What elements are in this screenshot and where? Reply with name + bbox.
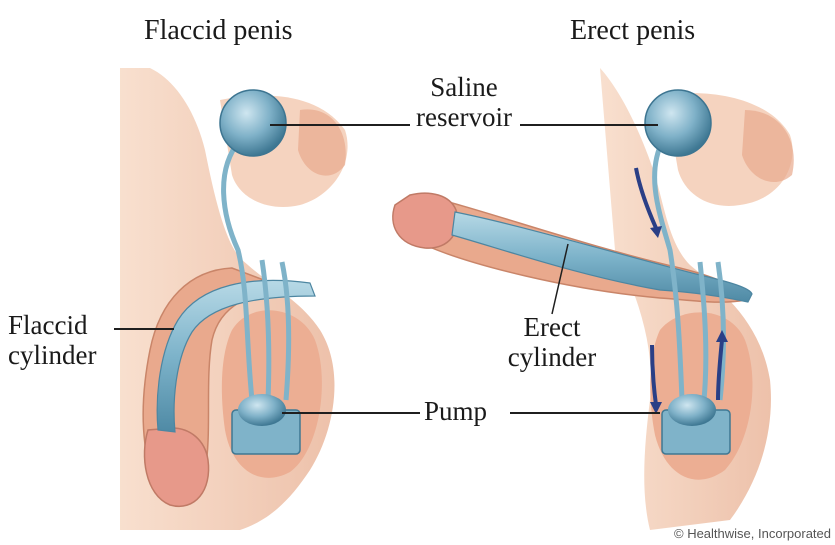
flaccid-cylinder-label-line1: Flaccid [8, 310, 96, 340]
saline-reservoir-label-line2: reservoir [404, 102, 524, 132]
erect-cylinder-label: Erect cylinder [498, 312, 606, 372]
pump-leader-left [282, 412, 420, 414]
right-glans [393, 193, 458, 248]
flaccid-cylinder-label-line2: cylinder [8, 340, 96, 370]
flaccid-cylinder-label: Flaccid cylinder [8, 310, 96, 370]
saline-reservoir-leader-right [520, 124, 658, 126]
pump-leader-right [510, 412, 660, 414]
erect-cylinder-label-line2: cylinder [498, 342, 606, 372]
flaccid-cylinder-leader [114, 328, 174, 330]
flaccid-panel [120, 68, 348, 530]
saline-reservoir-label: Saline reservoir [404, 72, 524, 132]
saline-reservoir-leader-left [270, 124, 410, 126]
erect-penis-title: Erect penis [570, 16, 695, 46]
erect-cylinder-leader [540, 240, 580, 320]
saline-reservoir-label-line1: Saline [404, 72, 524, 102]
flaccid-penis-title: Flaccid penis [144, 16, 293, 46]
erect-panel [393, 68, 794, 530]
copyright-credit: © Healthwise, Incorporated [674, 526, 831, 541]
pump-label: Pump [424, 396, 487, 426]
left-saline-reservoir [220, 90, 286, 156]
right-saline-reservoir [645, 90, 711, 156]
